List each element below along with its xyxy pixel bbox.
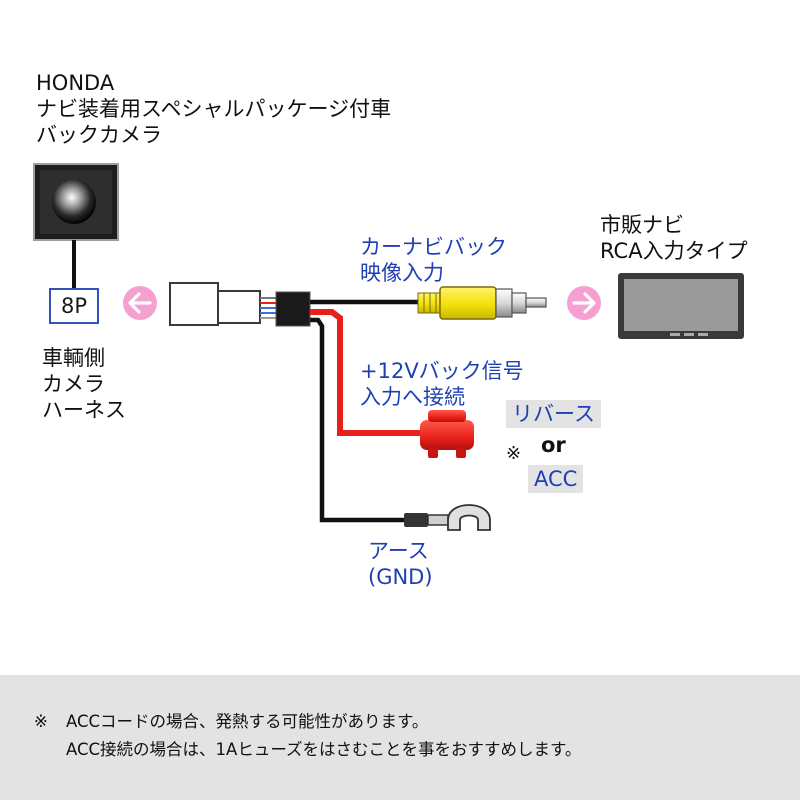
- ground-terminal-icon: [404, 504, 491, 531]
- harness-label-line1: 車輌側: [42, 346, 105, 370]
- harness-label-line2: カメラ: [42, 372, 105, 396]
- navi-monitor-icon: [618, 273, 744, 339]
- harness-label: 車輌側 カメラ ハーネス: [42, 345, 126, 423]
- camera-type: バックカメラ: [36, 123, 162, 147]
- reverse-option-badge: リバース: [506, 400, 601, 428]
- red-wire: [310, 309, 420, 436]
- ground-label-line1: アース: [368, 539, 429, 563]
- connector-8p-box: [49, 288, 99, 324]
- right-arrow-icon: [567, 286, 601, 320]
- navi-label: 市販ナビ RCA入力タイプ: [600, 212, 748, 264]
- video-input-label: カーナビバック 映像入力: [360, 234, 507, 286]
- junction-box: [275, 291, 311, 327]
- connector-8p-label: 8P: [60, 294, 88, 318]
- acc-option-badge: ACC: [528, 465, 584, 493]
- signal-label-line1: +12Vバック信号: [360, 359, 524, 383]
- ground-label-line2: (GND): [368, 565, 433, 589]
- footer-note-mark: ※: [34, 712, 48, 731]
- footer-note: ※ ACCコードの場合、発熱する可能性があります。 ACC接続の場合は、1Aヒュ…: [0, 675, 800, 800]
- ground-label: アース (GND): [368, 538, 433, 590]
- video-input-line1: カーナビバック: [360, 235, 507, 259]
- footer-note-line2: ACC接続の場合は、1Aヒューズをはさむことを事をおすすめします。: [66, 740, 582, 759]
- navi-label-line2: RCA入力タイプ: [600, 239, 748, 263]
- option-note-mark: ※: [506, 443, 522, 464]
- camera-icon: [33, 163, 119, 288]
- camera-maker: HONDA: [36, 71, 115, 95]
- harness-plug-icon: [169, 282, 276, 326]
- signal-label-line2: 入力へ接続: [360, 385, 465, 409]
- camera-title: HONDA ナビ装着用スペシャルパッケージ付車 バックカメラ: [36, 70, 391, 148]
- rca-plug-icon: [417, 286, 547, 320]
- signal-connector-icon: [420, 410, 474, 458]
- footer-note-line1: ACCコードの場合、発熱する可能性があります。: [66, 712, 429, 731]
- wiring-diagram: [33, 163, 744, 531]
- camera-package: ナビ装着用スペシャルパッケージ付車: [36, 97, 392, 121]
- navi-label-line1: 市販ナビ: [600, 213, 684, 237]
- harness-label-line3: ハーネス: [42, 398, 126, 422]
- signal-label: +12Vバック信号 入力へ接続: [360, 358, 524, 410]
- left-arrow-icon: [123, 286, 157, 320]
- video-input-line2: 映像入力: [360, 261, 444, 285]
- option-or-text: or: [541, 433, 566, 457]
- ground-wire: [310, 317, 408, 523]
